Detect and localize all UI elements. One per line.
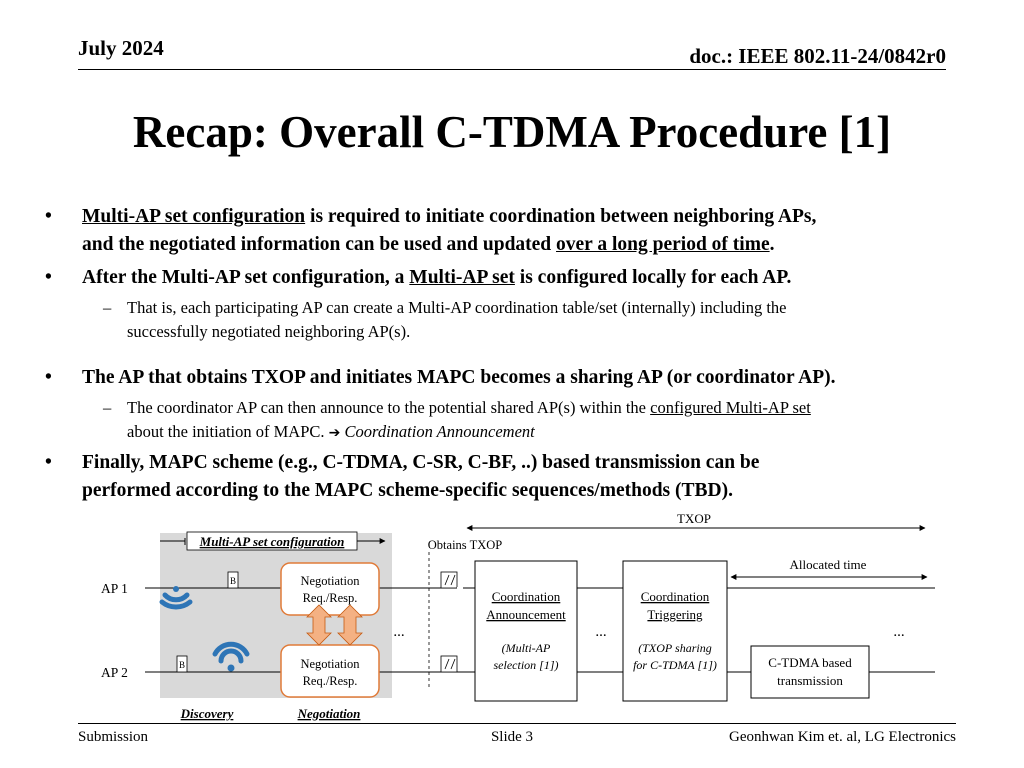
txop-label: TXOP <box>677 511 711 526</box>
bullet-text: The coordinator AP can then announce to … <box>127 398 651 417</box>
c-tdma-procedure-diagram: Multi-AP set configuration TXOP Obtains … <box>101 511 935 721</box>
frame-hatch <box>444 574 450 586</box>
bullet-4-line-1: Finally, MAPC scheme (e.g., C-TDMA, C-SR… <box>82 452 760 473</box>
beacon-label: B <box>230 576 236 586</box>
negotiation-line-2: Req./Resp. <box>303 674 358 688</box>
coord-trig-line-4: for C-TDMA [1]) <box>633 658 717 672</box>
underlined-text: configured Multi-AP set <box>650 398 811 417</box>
header-doc-id: doc.: IEEE 802.11-24/0842r0 <box>689 44 946 68</box>
discovery-label: Discovery <box>180 706 234 721</box>
coord-trig-line-1: Coordination <box>641 589 710 604</box>
coord-ann-line-2: Announcement <box>486 607 566 622</box>
ap2-small-frame <box>440 655 458 673</box>
footer-divider <box>78 723 956 724</box>
header-date: July 2024 <box>78 36 164 60</box>
ap1-small-frame <box>440 571 458 589</box>
coordination-announcement-box <box>474 560 578 702</box>
coord-ann-line-4: selection [1]) <box>494 658 559 672</box>
ap1-wifi-icon <box>159 586 193 610</box>
allocated-time-label: Allocated time <box>790 557 867 572</box>
negotiation-line-1: Negotiation <box>300 574 360 588</box>
multi-ap-config-label: Multi-AP set configuration <box>199 534 345 549</box>
frame-hatch <box>444 658 450 670</box>
frame-hatch <box>450 574 456 586</box>
coord-trig-line-3: (TXOP sharing <box>638 641 711 655</box>
multi-ap-config-label-box <box>186 531 358 551</box>
ap2-wifi-icon <box>212 641 250 672</box>
ap2-beacon <box>176 655 188 673</box>
bullet-2-line-1: After the Multi-AP set configuration, a … <box>82 264 791 291</box>
bullet-marker: • <box>45 452 52 473</box>
negotiation-double-arrow-icon <box>306 604 332 646</box>
bullet-marker: • <box>45 206 52 227</box>
ctdma-line-1: C-TDMA based <box>768 655 852 670</box>
bullet-3-line-1: The AP that obtains TXOP and initiates M… <box>82 367 836 388</box>
ap1-beacon <box>227 571 239 589</box>
beacon-label: B <box>179 660 185 670</box>
slide-title: Recap: Overall C-TDMA Procedure [1] <box>132 107 892 157</box>
ap1-negotiation-box <box>280 562 380 616</box>
bullet-text: . <box>769 234 775 255</box>
sub-bullet-line: That is, each participating AP can creat… <box>127 298 787 317</box>
coordination-triggering-box <box>622 560 728 702</box>
bullet-text: about the initiation of MAPC. <box>127 422 329 441</box>
sub-bullet-marker: – <box>103 298 112 317</box>
ctdma-transmission-box <box>750 645 870 699</box>
bullet-1-line-1: Multi-AP set configuration is required t… <box>82 203 816 230</box>
sub-bullet-line: The coordinator AP can then announce to … <box>127 396 811 419</box>
ap2-label: AP 2 <box>101 665 128 680</box>
negotiation-line-1: Negotiation <box>300 657 360 671</box>
coord-ann-line-1: Coordination <box>492 589 561 604</box>
ap1-label: AP 1 <box>101 581 128 596</box>
ellipsis: ... <box>393 624 404 640</box>
bullet-text: is required to initiate coordination bet… <box>305 206 817 227</box>
bullet-text: is configured locally for each AP. <box>514 267 792 288</box>
footer-author: Geonhwan Kim et. al, LG Electronics <box>728 729 956 745</box>
bullet-text: and the negotiated information can be us… <box>82 234 557 255</box>
coord-trig-line-2: Triggering <box>647 607 703 622</box>
frame-hatch <box>450 658 456 670</box>
footer-slide-number: Slide 3 <box>490 729 534 745</box>
underlined-text: Multi-AP set configuration <box>82 206 306 227</box>
ctdma-line-2: transmission <box>777 673 843 688</box>
sub-bullet-line: successfully negotiated neighboring AP(s… <box>127 322 411 341</box>
bullet-marker: • <box>45 267 52 288</box>
obtains-txop-label: Obtains TXOP <box>428 538 502 552</box>
underlined-text: Multi-AP set <box>409 267 515 288</box>
bullet-text: After the Multi-AP set configuration, a <box>82 267 410 288</box>
header-divider <box>78 69 946 70</box>
footer-submission: Submission <box>78 729 149 745</box>
ellipsis: ... <box>595 624 606 640</box>
bullet-marker: • <box>45 367 52 388</box>
coord-ann-line-3: (Multi-AP <box>502 641 551 655</box>
underlined-text: over a long period of time <box>556 234 770 255</box>
negotiation-double-arrow-icon <box>337 604 363 646</box>
ap2-negotiation-box <box>280 644 380 698</box>
sub-bullet-line: about the initiation of MAPC. ➔ Coordina… <box>127 420 535 445</box>
arrow-icon: ➔ <box>328 425 341 441</box>
ellipsis: ... <box>893 624 904 640</box>
negotiation-line-2: Req./Resp. <box>303 591 358 605</box>
italic-text: Coordination Announcement <box>344 422 535 441</box>
sub-bullet-marker: – <box>103 398 112 417</box>
negotiation-label: Negotiation <box>297 706 361 721</box>
bullet-1-line-2: and the negotiated information can be us… <box>82 231 774 258</box>
bullet-4-line-2: performed according to the MAPC scheme-s… <box>82 480 733 501</box>
